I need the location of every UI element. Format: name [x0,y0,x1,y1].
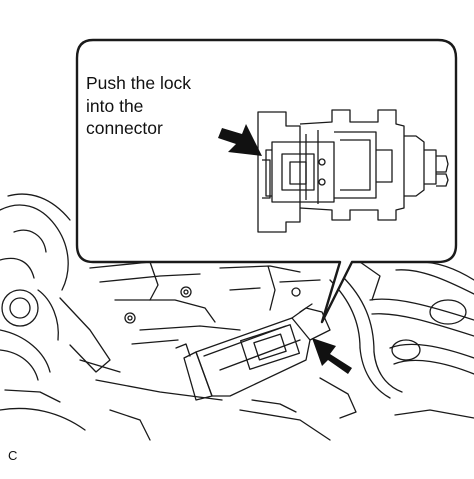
push-arrow-icon [218,124,262,156]
figure-code: C [8,448,18,463]
connector-detail [258,110,448,232]
push-arrow-icon [312,338,352,374]
callout-instruction: Push the lock into the connector [86,73,192,138]
engine-bay-illustration [0,194,474,440]
